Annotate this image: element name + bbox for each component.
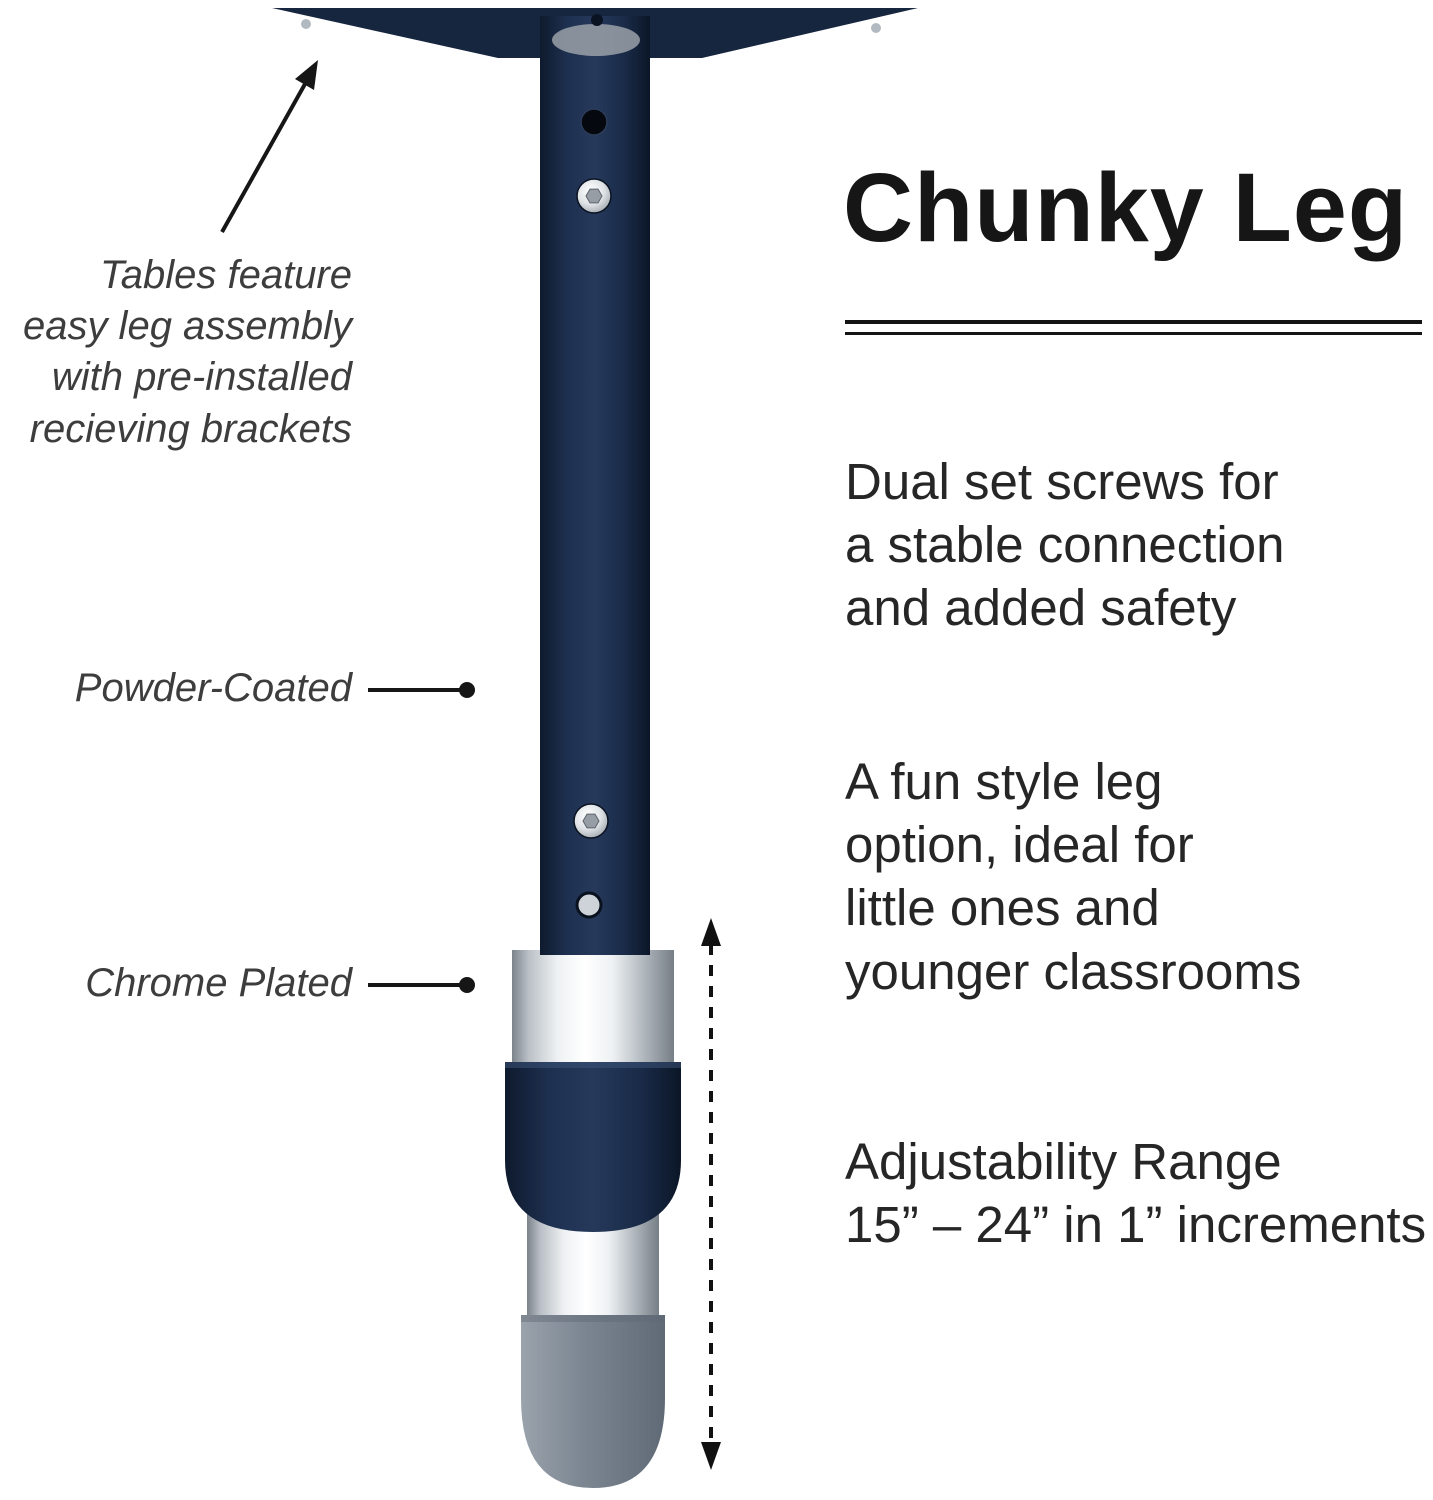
adjustability-range-arrow bbox=[701, 918, 721, 1470]
pointer-dot bbox=[459, 682, 475, 698]
leg-hole-upper bbox=[580, 108, 608, 136]
adjustment-collar bbox=[505, 1062, 681, 1232]
chrome-plated-label: Chrome Plated bbox=[85, 961, 352, 1005]
foot-cap-rim bbox=[521, 1315, 665, 1322]
plate-screw-hole bbox=[871, 23, 881, 33]
arrow-up-head bbox=[701, 918, 721, 946]
bracket-callout-label: Tables feature easy leg assembly with pr… bbox=[22, 253, 352, 451]
chrome-plated-pointer bbox=[368, 977, 475, 993]
feature-fun-style: A fun style leg option, ideal for little… bbox=[845, 753, 1302, 1000]
product-title: Chunky Leg bbox=[843, 153, 1409, 262]
pointer-dot bbox=[459, 977, 475, 993]
feature-adjustability-range: Adjustability Range 15” – 24” in 1” incr… bbox=[845, 1133, 1427, 1254]
title-divider bbox=[845, 320, 1422, 335]
powder-coated-label: Powder-Coated bbox=[74, 666, 352, 710]
leg-top-bolt bbox=[591, 14, 603, 26]
set-screw-upper bbox=[576, 178, 612, 214]
leg-hole-lower bbox=[575, 891, 603, 919]
foot-cap bbox=[521, 1315, 665, 1488]
powder-coated-leg bbox=[540, 14, 650, 955]
feature-dual-set-screws: Dual set screws for a stable connection … bbox=[845, 453, 1285, 637]
bracket-arrow bbox=[220, 60, 318, 233]
chrome-tube-upper bbox=[512, 950, 674, 1072]
arrow-down-head bbox=[701, 1442, 721, 1470]
set-screw-lower bbox=[573, 803, 609, 839]
leg-weld-joint bbox=[552, 24, 640, 56]
plate-screw-hole bbox=[301, 19, 311, 29]
powder-coated-pointer bbox=[368, 682, 475, 698]
